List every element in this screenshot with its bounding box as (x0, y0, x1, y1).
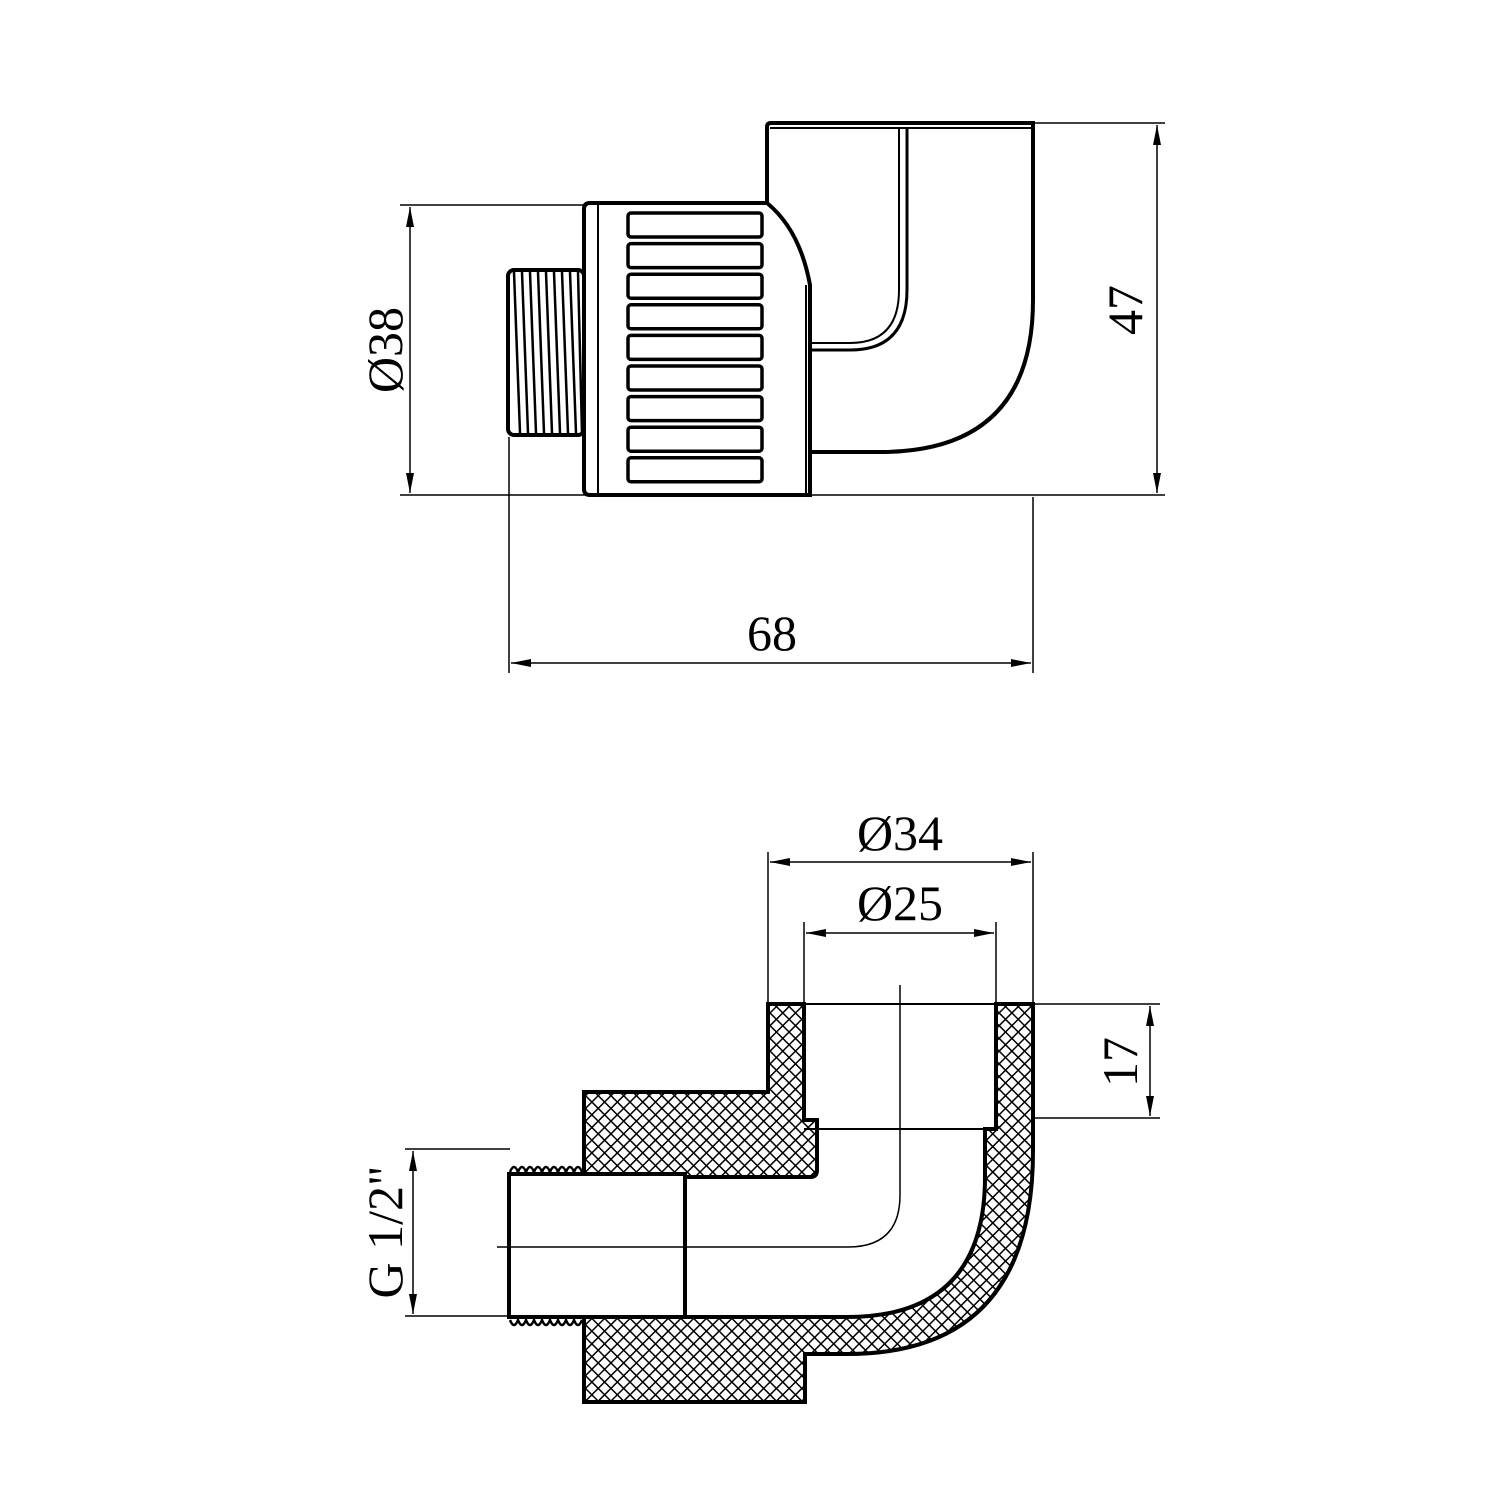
section-left-socket-wall (582, 1002, 819, 1179)
nut-rib (626, 272, 764, 300)
nut-rib (626, 364, 764, 392)
dimension-thread: G 1/2" (357, 1148, 510, 1317)
dimension-label-d34: Ø34 (857, 805, 943, 861)
dimension-label-thread: G 1/2" (357, 1166, 413, 1299)
elbow-body (765, 121, 1035, 454)
side-view: Ø38 47 68 (357, 121, 1165, 673)
thread-external (506, 268, 586, 437)
dimension-68: 68 (508, 437, 1034, 673)
dimension-17: 17 (1035, 1003, 1160, 1119)
section-view: Ø34 Ø25 17 G 1/2" (357, 805, 1160, 1404)
pipe-insert (507, 1165, 687, 1327)
nut-rib (626, 425, 764, 453)
nut-rib (626, 211, 764, 239)
dimension-label-47: 47 (1097, 285, 1153, 335)
centerline (497, 985, 901, 1248)
dimension-d38: Ø38 (357, 204, 1165, 496)
nut-rib (626, 303, 764, 331)
dimension-label-17: 17 (1092, 1037, 1148, 1087)
section-elbow-wall (582, 1002, 1035, 1404)
dimension-47: 47 (1035, 122, 1165, 493)
dimension-label-68: 68 (747, 605, 797, 661)
nut-rib (626, 333, 764, 362)
nut-rib (626, 394, 764, 423)
nut-ribs (626, 211, 764, 484)
dimension-label-d38: Ø38 (357, 307, 413, 393)
dimension-d34: Ø34 (767, 805, 1034, 1002)
nut-rib (626, 456, 764, 484)
dimension-d25: Ø25 (803, 875, 997, 1002)
union-nut (582, 201, 812, 497)
dimension-label-d25: Ø25 (857, 875, 943, 931)
nut-rib (626, 241, 764, 270)
